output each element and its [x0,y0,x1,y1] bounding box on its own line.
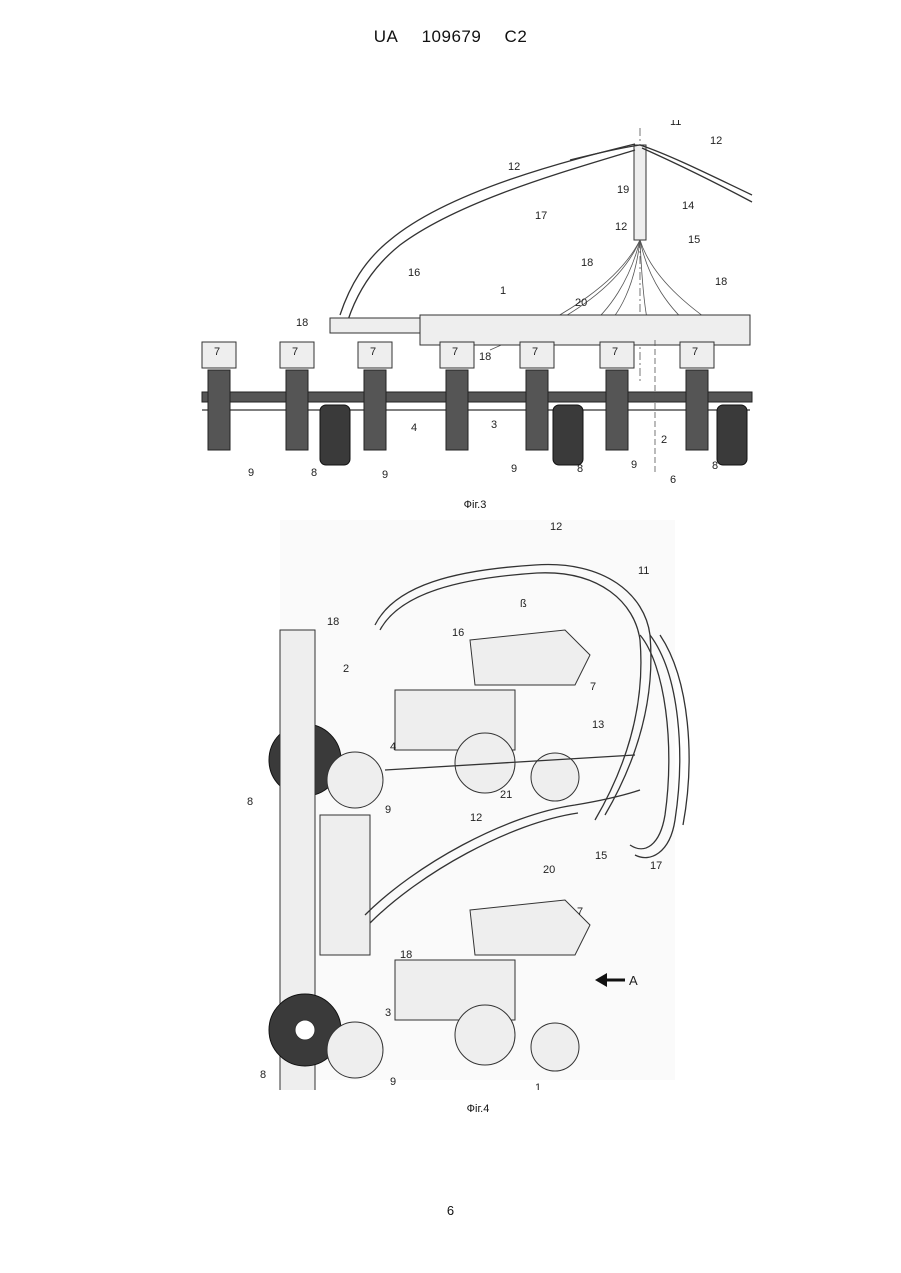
fig3-label-15: 15 [688,234,700,246]
fig3-label-9: 9 [248,467,254,479]
fig4-label-beta: ß [520,598,527,610]
fig4-label-8: 8 [247,796,253,808]
fig4-label-7: 7 [590,681,596,693]
fig3-label-17: 17 [535,210,547,222]
fig3-label-9: 9 [631,459,637,471]
fig4-label-21: 21 [500,789,512,801]
fig3-label-11: 11 [670,120,681,128]
fig3-label-9: 9 [511,463,517,475]
fig4-label-4: 4 [390,741,396,753]
fig4-label-15: 15 [595,850,607,862]
fig3-label-18: 18 [715,276,727,288]
fig3-label-12: 12 [615,221,627,233]
fig4-label-20: 20 [543,864,555,876]
fig3-label-7: 7 [532,346,538,358]
fig3-label-7: 7 [370,346,376,358]
fig3-label-19: 19 [617,184,629,196]
fig4-label-16: 16 [452,627,464,639]
figure-3-drawing: 11 12 12 17 19 14 12 15 18 18 16 1 20 18… [190,120,760,495]
fig3-label-18: 18 [479,351,491,363]
fig3-label-18: 18 [296,317,308,329]
fig3-label-8: 8 [712,460,718,472]
fig4-label-2: 2 [343,663,349,675]
fig4-label-A: A [629,973,638,988]
fig3-label-12: 12 [508,161,520,173]
fig4-label-18: 18 [400,949,412,961]
patent-header: UA 109679 C2 [0,27,901,47]
figure-4-drawing: 12 11 18 16 ß 2 7 4 13 21 8 9 12 15 17 2… [245,515,695,1090]
page-number: 6 [0,1203,901,1218]
fig4-label-11: 11 [638,565,649,577]
fig4-label-18: 18 [327,616,339,628]
fig3-label-8: 8 [311,467,317,479]
figure-3-caption: Фіг.3 [375,499,575,511]
fig4-label-12: 12 [470,812,482,824]
fig3-label-7: 7 [692,346,698,358]
fig3-label-6: 6 [670,474,676,486]
fig3-label-8: 8 [577,463,583,475]
fig4-label-7: 7 [577,906,583,918]
fig4-label-9: 9 [390,1076,396,1088]
country-code: UA [374,27,399,46]
document-kind: C2 [505,27,528,46]
fig4-label-1: 1 [535,1082,541,1090]
fig3-label-20: 20 [575,297,587,309]
fig3-label-3: 3 [491,419,497,431]
fig4-label-13: 13 [592,719,604,731]
fig3-label-18: 18 [581,257,593,269]
fig3-label-2: 2 [661,434,667,446]
fig4-label-8: 8 [260,1069,266,1081]
fig3-label-16: 16 [408,267,420,279]
fig3-label-14: 14 [682,200,694,212]
figure-4-caption: Фіг.4 [378,1103,578,1115]
fig3-label-7: 7 [452,346,458,358]
fig4-label-3: 3 [385,1007,391,1019]
fig3-label-12: 12 [710,135,722,147]
fig4-label-17: 17 [650,860,662,872]
fig4-label-9: 9 [385,804,391,816]
patent-number: 109679 [422,27,482,46]
fig3-label-7: 7 [214,346,220,358]
fig3-label-9: 9 [382,469,388,481]
fig4-label-12: 12 [550,521,562,533]
fig3-label-1: 1 [500,285,506,297]
fig3-label-4: 4 [411,422,417,434]
fig3-label-7: 7 [292,346,298,358]
fig3-label-7: 7 [612,346,618,358]
